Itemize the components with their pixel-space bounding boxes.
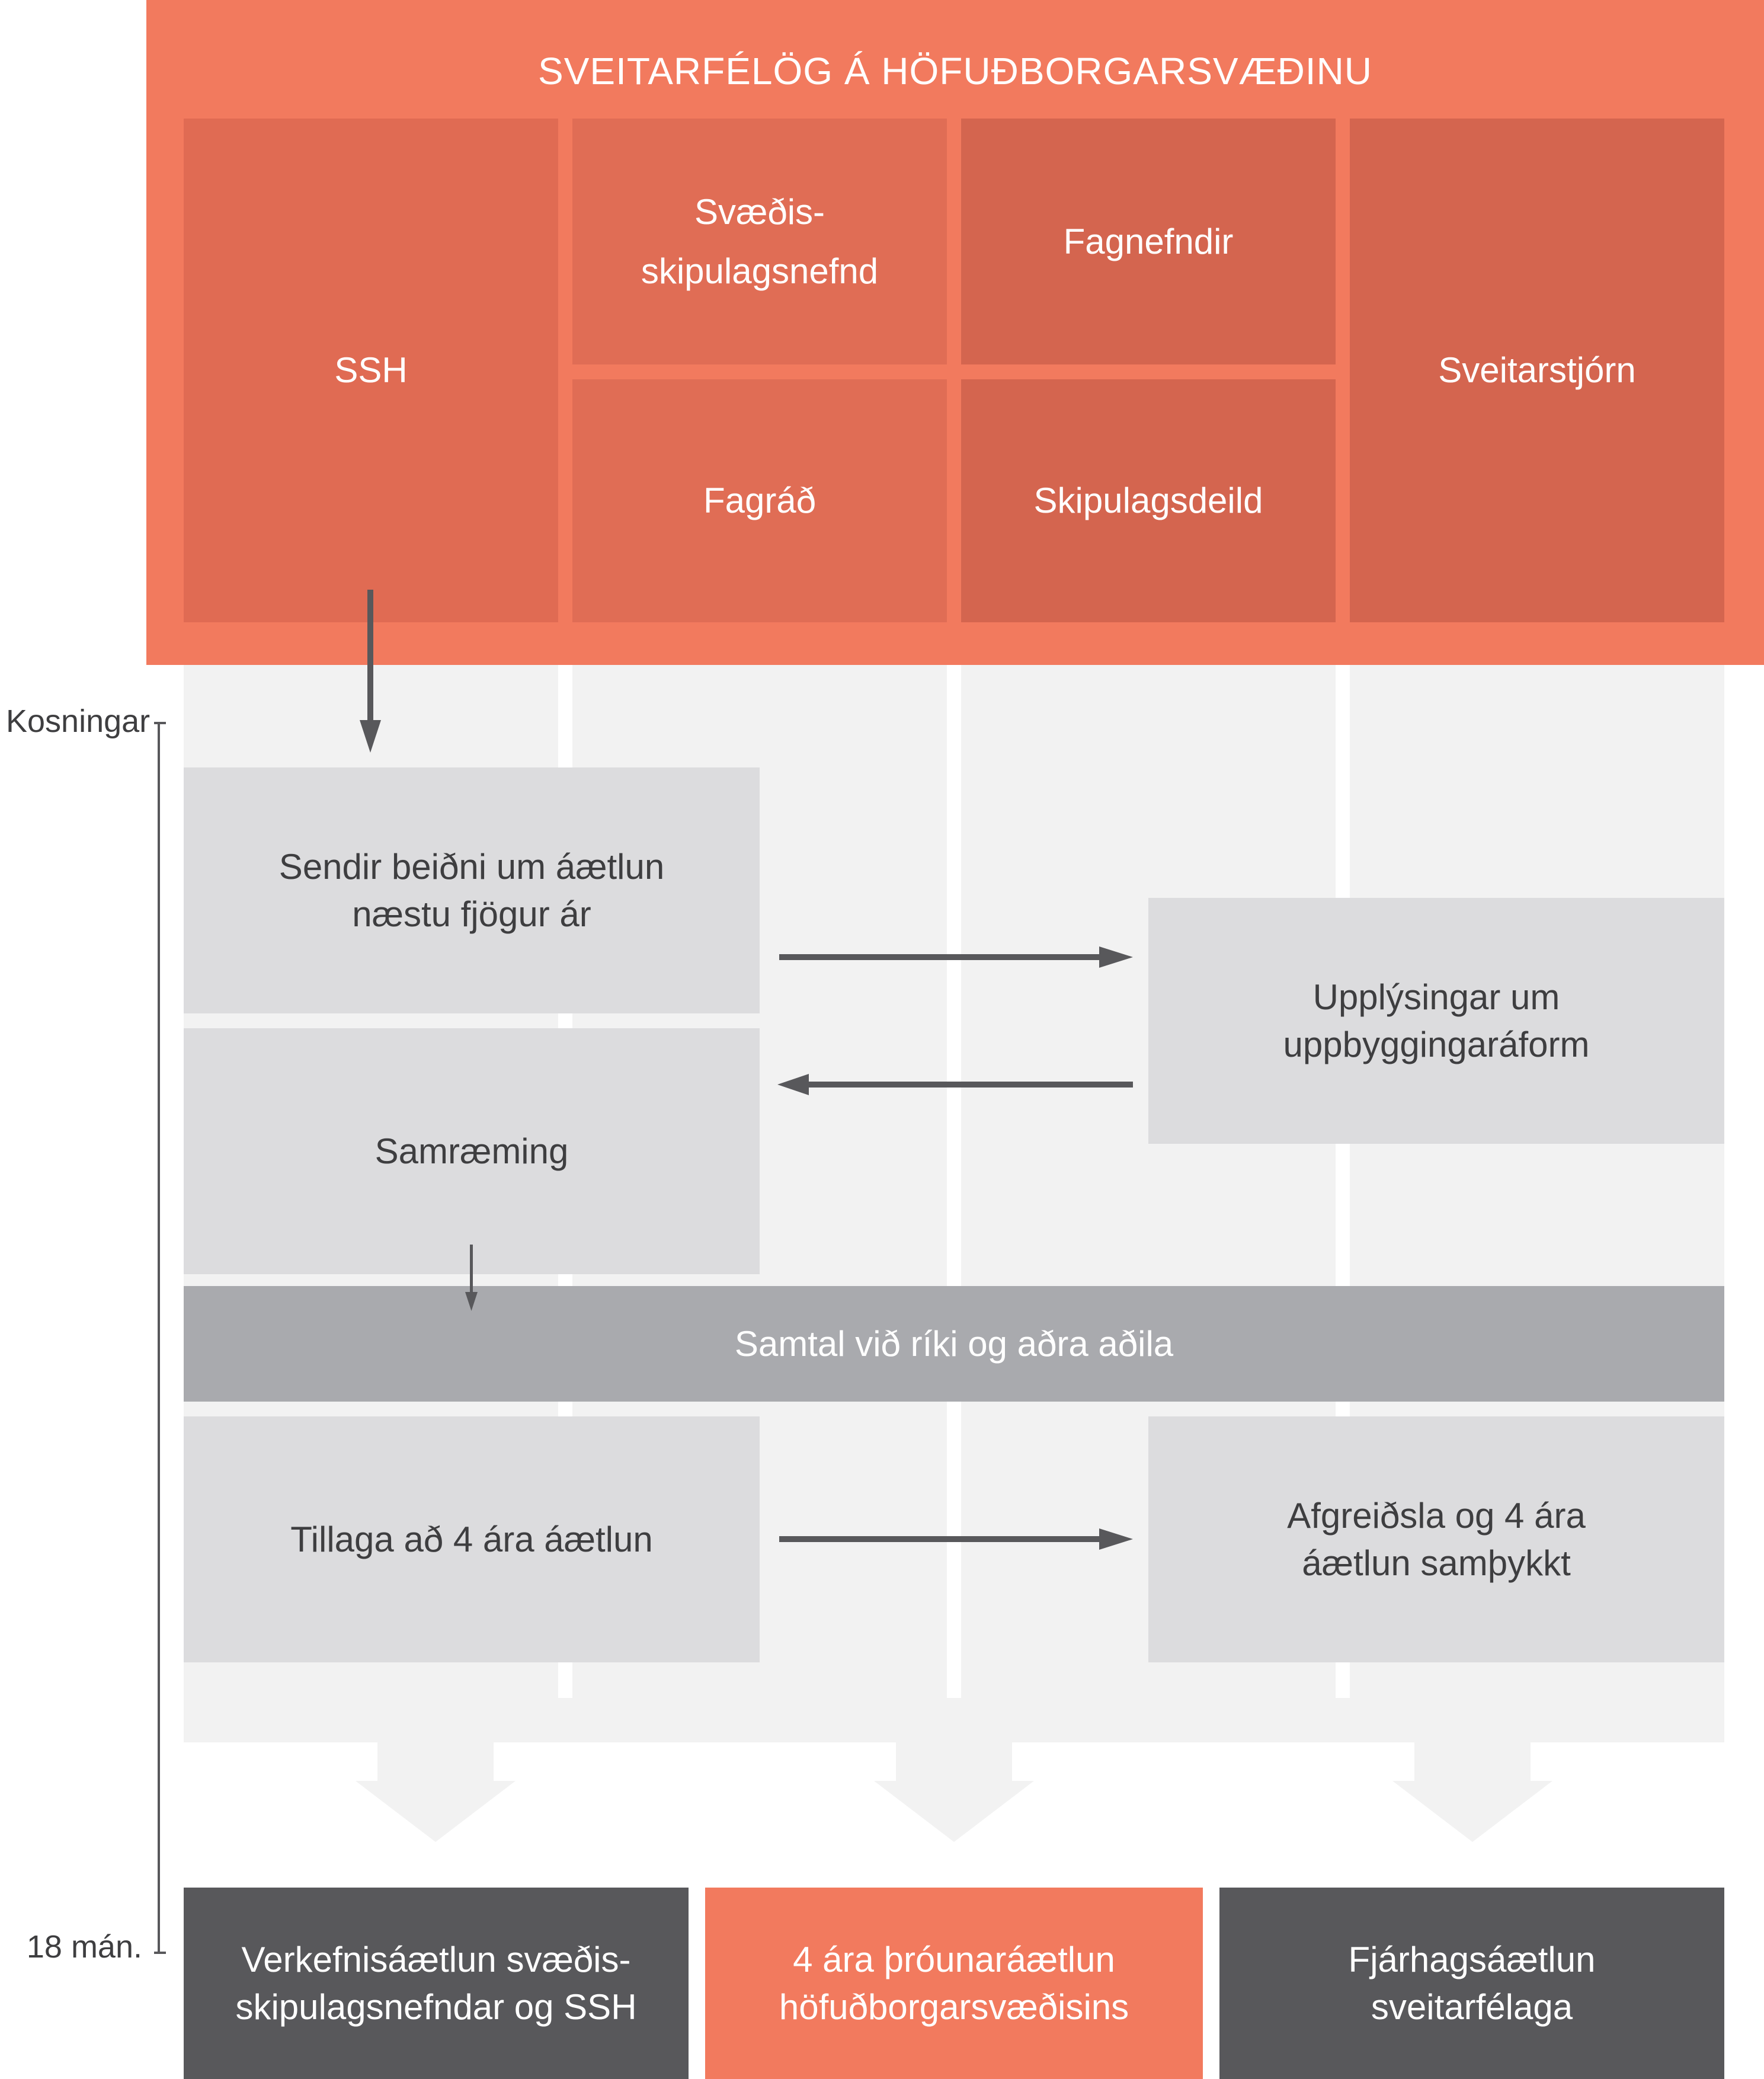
big-arrow-right — [1392, 1739, 1552, 1842]
arrow-information-to-coordination-shaft — [806, 1082, 1133, 1088]
arrow-coordination-down-head — [465, 1292, 478, 1311]
arrow-proposal-to-approval-head — [1099, 1528, 1133, 1550]
column-expert-council: Fagráð — [572, 379, 947, 622]
step-information: Upplýsingar um uppbyggingaráform — [1148, 898, 1724, 1144]
output-development-plan: 4 ára þróunaráætlun höfuðborgarsvæðisins — [705, 1888, 1203, 2079]
timeline-end-label: 18 mán. — [26, 1929, 142, 1965]
timeline-start-label: Kosningar — [6, 703, 151, 739]
big-arrow-left — [356, 1739, 516, 1842]
step-request: Sendir beiðni um áætlun næstu fjögur ár — [184, 767, 760, 1013]
column-regional-planning-committee: Svæðis- skipulagsnefnd — [572, 119, 947, 364]
arrow-proposal-to-approval-shaft — [779, 1536, 1102, 1542]
output-work-plan: Verkefnisáætlun svæðis- skipulagsnefndar… — [184, 1888, 689, 2079]
arrow-ssh-down-shaft — [367, 590, 373, 723]
output-financial-plan: Fjárhagsáætlun sveitarfélaga — [1219, 1888, 1724, 2079]
lane-divider-2 — [947, 652, 961, 1698]
step-proposal: Tillaga að 4 ára áætlun — [184, 1416, 760, 1662]
column-ssh: SSH — [184, 119, 558, 622]
header-title: SVEITARFÉLÖG Á HÖFUÐBORGARSVÆÐINU — [538, 50, 1372, 92]
step-coordination: Samræming — [184, 1028, 760, 1274]
arrow-information-to-coordination-head — [777, 1074, 809, 1095]
column-expert-committees: Fagnefndir — [961, 119, 1336, 364]
arrow-coordination-down-shaft — [470, 1245, 473, 1295]
arrow-ssh-down-head — [360, 720, 381, 753]
step-dialogue-band: Samtal við ríki og aðra aðila — [184, 1286, 1724, 1402]
column-planning-department: Skipulagsdeild — [961, 379, 1336, 622]
step-approval: Afgreiðsla og 4 ára áætlun samþykkt — [1148, 1416, 1724, 1662]
arrow-request-to-information-head — [1099, 946, 1133, 968]
arrow-request-to-information-shaft — [779, 954, 1102, 960]
big-arrow-middle — [874, 1739, 1034, 1842]
column-municipal-council: Sveitarstjórn — [1350, 119, 1724, 622]
